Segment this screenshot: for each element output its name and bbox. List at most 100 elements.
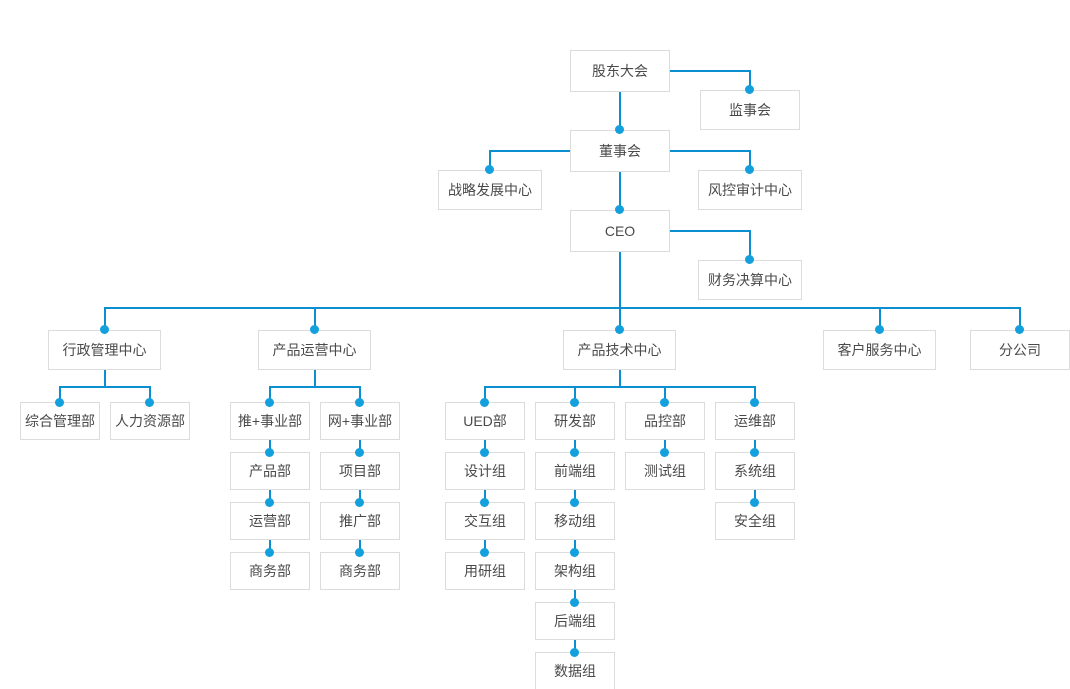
connector-tech-ops-maint [754, 386, 756, 403]
dot-finance [745, 255, 754, 264]
dot-system-group [750, 448, 759, 457]
dot-strategy [485, 165, 494, 174]
node-general-admin[interactable]: 综合管理部 [20, 402, 100, 440]
connector-admin-hr [149, 386, 151, 403]
node-product-ops-center[interactable]: 产品运营中心 [258, 330, 371, 370]
connector-ceo-finance-h [670, 230, 750, 232]
dot-interaction-group [480, 498, 489, 507]
dot-ceo [615, 205, 624, 214]
node-product-tech-center[interactable]: 产品技术中心 [563, 330, 676, 370]
connector-shareholders-board [619, 92, 621, 130]
dot-ued-dept [480, 398, 489, 407]
node-test-group[interactable]: 测试组 [625, 452, 705, 490]
node-security-group[interactable]: 安全组 [715, 502, 795, 540]
connector-product-ops-tui [269, 386, 271, 403]
node-rnd-dept[interactable]: 研发部 [535, 402, 615, 440]
dot-design-group [480, 448, 489, 457]
dot-product-dept [265, 448, 274, 457]
dot-customer-service-center [875, 325, 884, 334]
connector-ceo-finance-v [749, 230, 751, 260]
connector-product-ops-stem [314, 370, 316, 387]
node-product-dept[interactable]: 产品部 [230, 452, 310, 490]
node-mobile-group[interactable]: 移动组 [535, 502, 615, 540]
connector-tech-ued [484, 386, 486, 403]
connector-bus-product-tech [619, 307, 621, 330]
dot-test-group [660, 448, 669, 457]
dot-human-resources [145, 398, 154, 407]
node-tui-division[interactable]: 推+事业部 [230, 402, 310, 440]
connector-board-strategy-h [489, 150, 570, 152]
connector-tech-qc [664, 386, 666, 403]
node-shareholders[interactable]: 股东大会 [570, 50, 670, 92]
dot-wang-division [355, 398, 364, 407]
connector-bus-branch [1019, 307, 1021, 330]
node-interaction-group[interactable]: 交互组 [445, 502, 525, 540]
connector-board-risk-h [670, 150, 750, 152]
dot-risk-audit [745, 165, 754, 174]
connector-tech-rnd [574, 386, 576, 403]
node-business-dept-b[interactable]: 商务部 [320, 552, 400, 590]
node-branch-company[interactable]: 分公司 [970, 330, 1070, 370]
dot-admin-center [100, 325, 109, 334]
node-supervisory[interactable]: 监事会 [700, 90, 800, 130]
node-data-group[interactable]: 数据组 [535, 652, 615, 689]
dot-tui-division [265, 398, 274, 407]
node-project-dept[interactable]: 项目部 [320, 452, 400, 490]
connector-shareholders-supervisory-v [749, 70, 751, 90]
connector-bus-admin [104, 307, 106, 330]
node-design-group[interactable]: 设计组 [445, 452, 525, 490]
connector-bus-product-ops [314, 307, 316, 330]
connector-bus-customer-service [879, 307, 881, 330]
dot-rnd-dept [570, 398, 579, 407]
connector-product-tech-bus [484, 386, 755, 388]
node-customer-service-center[interactable]: 客户服务中心 [823, 330, 936, 370]
node-finance[interactable]: 财务决算中心 [698, 260, 802, 300]
node-business-dept-a[interactable]: 商务部 [230, 552, 310, 590]
node-human-resources[interactable]: 人力资源部 [110, 402, 190, 440]
node-ops-maint-dept[interactable]: 运维部 [715, 402, 795, 440]
node-frontend-group[interactable]: 前端组 [535, 452, 615, 490]
connector-shareholders-supervisory-h [670, 70, 750, 72]
node-operations-dept[interactable]: 运营部 [230, 502, 310, 540]
node-ceo[interactable]: CEO [570, 210, 670, 252]
node-board[interactable]: 董事会 [570, 130, 670, 172]
dot-product-ops-center [310, 325, 319, 334]
dot-data-group [570, 648, 579, 657]
dot-board [615, 125, 624, 134]
dot-ops-maint-dept [750, 398, 759, 407]
dot-supervisory [745, 85, 754, 94]
connector-main-bus [104, 307, 1021, 309]
dot-general-admin [55, 398, 64, 407]
node-system-group[interactable]: 系统组 [715, 452, 795, 490]
dot-promotion-dept [355, 498, 364, 507]
dot-business-dept-b [355, 548, 364, 557]
node-qc-dept[interactable]: 品控部 [625, 402, 705, 440]
dot-mobile-group [570, 498, 579, 507]
node-backend-group[interactable]: 后端组 [535, 602, 615, 640]
connector-product-tech-stem [619, 370, 621, 387]
node-promotion-dept[interactable]: 推广部 [320, 502, 400, 540]
node-wang-division[interactable]: 网+事业部 [320, 402, 400, 440]
node-admin-center[interactable]: 行政管理中心 [48, 330, 161, 370]
dot-business-dept-a [265, 548, 274, 557]
dot-qc-dept [660, 398, 669, 407]
connector-board-risk-v [749, 150, 751, 170]
dot-branch-company [1015, 325, 1024, 334]
dot-security-group [750, 498, 759, 507]
connector-product-ops-bus [269, 386, 360, 388]
dot-user-research-group [480, 548, 489, 557]
node-architecture-group[interactable]: 架构组 [535, 552, 615, 590]
connector-admin-bus [59, 386, 150, 388]
connector-board-strategy-v [489, 150, 491, 170]
dot-architecture-group [570, 548, 579, 557]
node-strategy[interactable]: 战略发展中心 [438, 170, 542, 210]
dot-operations-dept [265, 498, 274, 507]
dot-project-dept [355, 448, 364, 457]
connector-product-ops-wang [359, 386, 361, 403]
dot-backend-group [570, 598, 579, 607]
node-ued-dept[interactable]: UED部 [445, 402, 525, 440]
node-risk-audit[interactable]: 风控审计中心 [698, 170, 802, 210]
dot-product-tech-center [615, 325, 624, 334]
node-user-research-group[interactable]: 用研组 [445, 552, 525, 590]
